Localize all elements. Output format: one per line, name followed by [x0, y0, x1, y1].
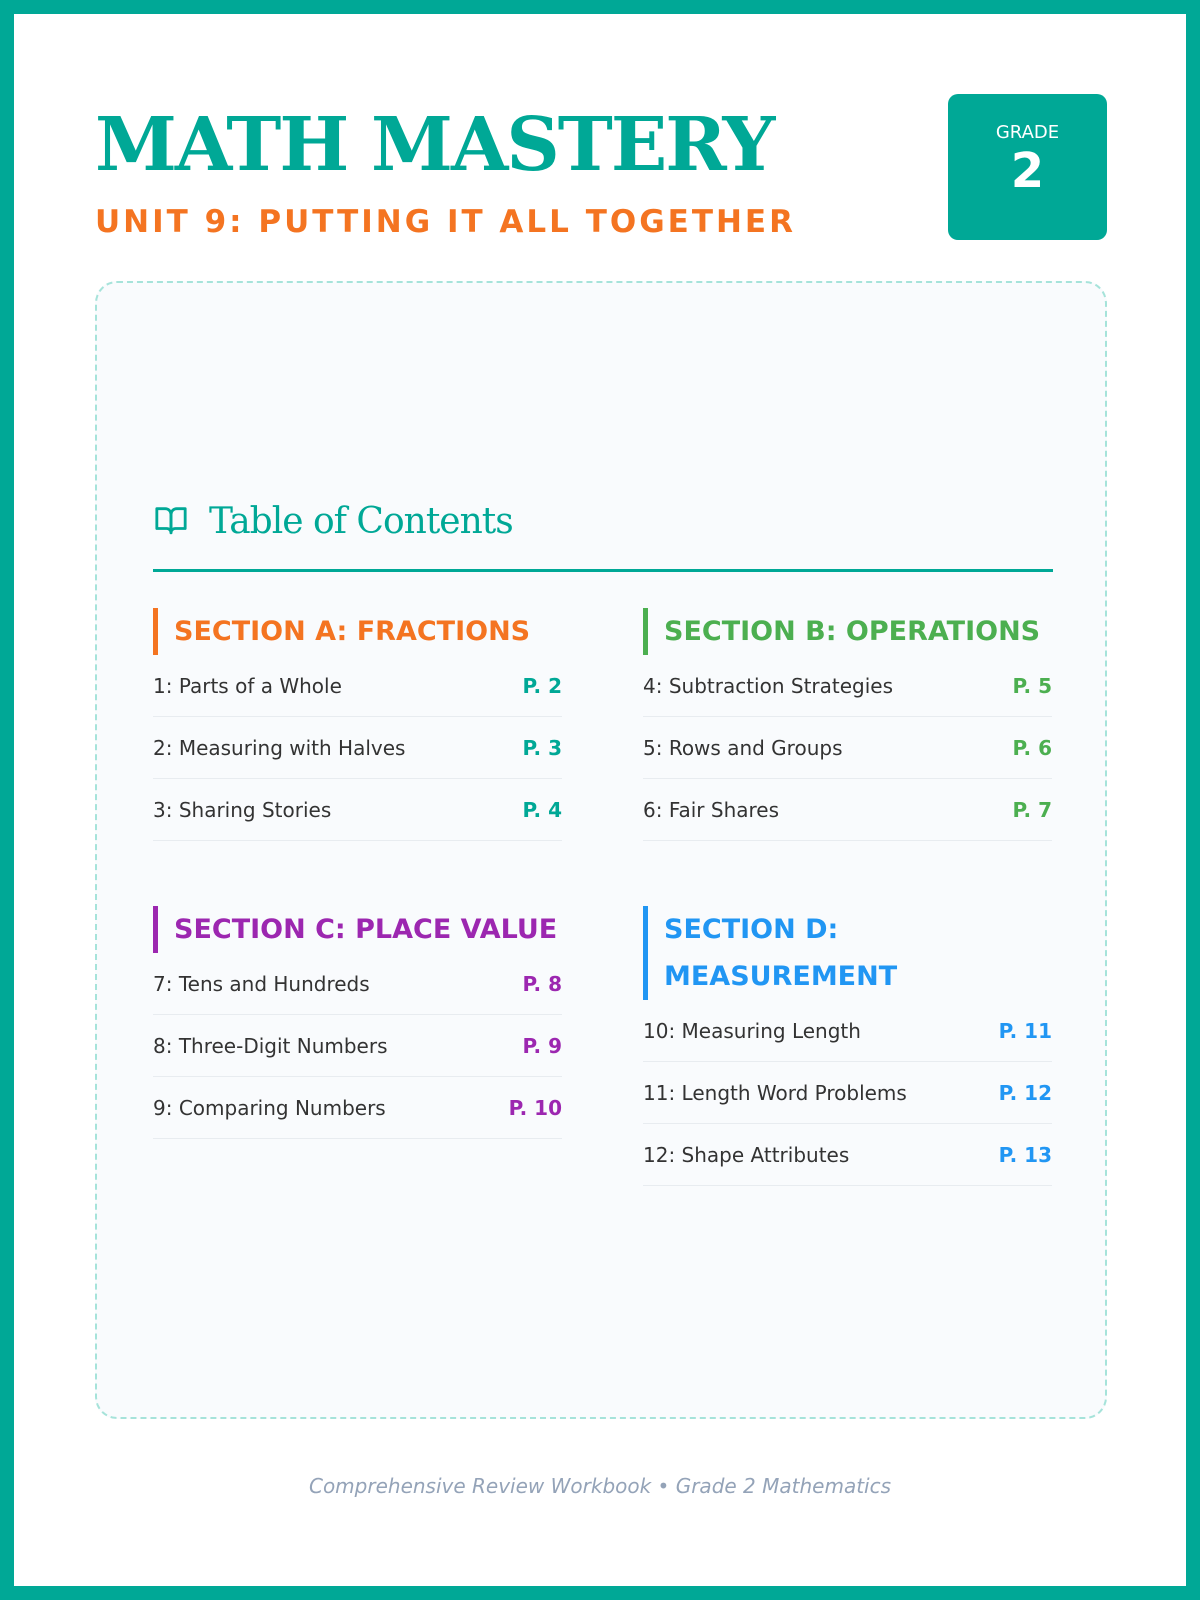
entry-label: 6: Fair Shares — [643, 797, 780, 822]
toc-entry[interactable]: 3: Sharing Stories P. 4 — [153, 779, 562, 841]
toc-entry[interactable]: 11: Length Word Problems P. 12 — [643, 1062, 1052, 1124]
entry-page: P. 13 — [998, 1142, 1052, 1167]
toc-entry[interactable]: 9: Comparing Numbers P. 10 — [153, 1077, 562, 1139]
entry-label: 2: Measuring with Halves — [153, 735, 406, 760]
entry-label: 9: Comparing Numbers — [153, 1095, 386, 1120]
page: MATH MASTERY UNIT 9: PUTTING IT ALL TOGE… — [14, 14, 1186, 1586]
toc-entry[interactable]: 4: Subtraction Strategies P. 5 — [643, 655, 1052, 717]
section-heading: SECTION D: MEASUREMENT — [643, 906, 1052, 1000]
entry-page: P. 2 — [522, 673, 562, 698]
unit-subtitle: UNIT 9: PUTTING IT ALL TOGETHER — [95, 204, 796, 240]
entry-label: 3: Sharing Stories — [153, 797, 332, 822]
entry-page: P. 9 — [522, 1033, 562, 1058]
entry-page: P. 12 — [998, 1080, 1052, 1105]
book-open-icon — [153, 503, 189, 541]
section-heading: SECTION B: OPERATIONS — [643, 608, 1052, 655]
grade-value: 2 — [1010, 143, 1045, 199]
toc-entry[interactable]: 7: Tens and Hundreds P. 8 — [153, 953, 562, 1015]
toc-heading: Table of Contents — [153, 501, 514, 542]
entry-page: P. 4 — [522, 797, 562, 822]
entry-label: 5: Rows and Groups — [643, 735, 843, 760]
grade-label: GRADE — [995, 122, 1060, 143]
toc-entry[interactable]: 8: Three-Digit Numbers P. 9 — [153, 1015, 562, 1077]
entry-label: 1: Parts of a Whole — [153, 673, 342, 698]
entry-label: 12: Shape Attributes — [643, 1142, 850, 1167]
toc-entry[interactable]: 1: Parts of a Whole P. 2 — [153, 655, 562, 717]
divider — [153, 569, 1053, 572]
entry-label: 8: Three-Digit Numbers — [153, 1033, 388, 1058]
section-heading: SECTION A: FRACTIONS — [153, 608, 562, 655]
section-heading: SECTION C: PLACE VALUE — [153, 906, 562, 953]
entry-label: 10: Measuring Length — [643, 1018, 861, 1043]
grade-badge: GRADE 2 — [948, 94, 1107, 240]
entry-label: 7: Tens and Hundreds — [153, 971, 370, 996]
entry-page: P. 3 — [522, 735, 562, 760]
toc-title: Table of Contents — [209, 501, 514, 542]
toc-entry[interactable]: 10: Measuring Length P. 11 — [643, 1000, 1052, 1062]
entry-page: P. 10 — [508, 1095, 562, 1120]
toc-entry[interactable]: 2: Measuring with Halves P. 3 — [153, 717, 562, 779]
toc-entry[interactable]: 12: Shape Attributes P. 13 — [643, 1124, 1052, 1186]
entry-label: 11: Length Word Problems — [643, 1080, 907, 1105]
entry-page: P. 5 — [1012, 673, 1052, 698]
entry-label: 4: Subtraction Strategies — [643, 673, 894, 698]
entry-page: P. 8 — [522, 971, 562, 996]
entry-page: P. 6 — [1012, 735, 1052, 760]
entry-page: P. 11 — [998, 1018, 1052, 1043]
entry-page: P. 7 — [1012, 797, 1052, 822]
page-title: MATH MASTERY — [95, 102, 775, 188]
toc-entry[interactable]: 6: Fair Shares P. 7 — [643, 779, 1052, 841]
toc-entry[interactable]: 5: Rows and Groups P. 6 — [643, 717, 1052, 779]
footer-text: Comprehensive Review Workbook • Grade 2 … — [308, 1474, 892, 1498]
